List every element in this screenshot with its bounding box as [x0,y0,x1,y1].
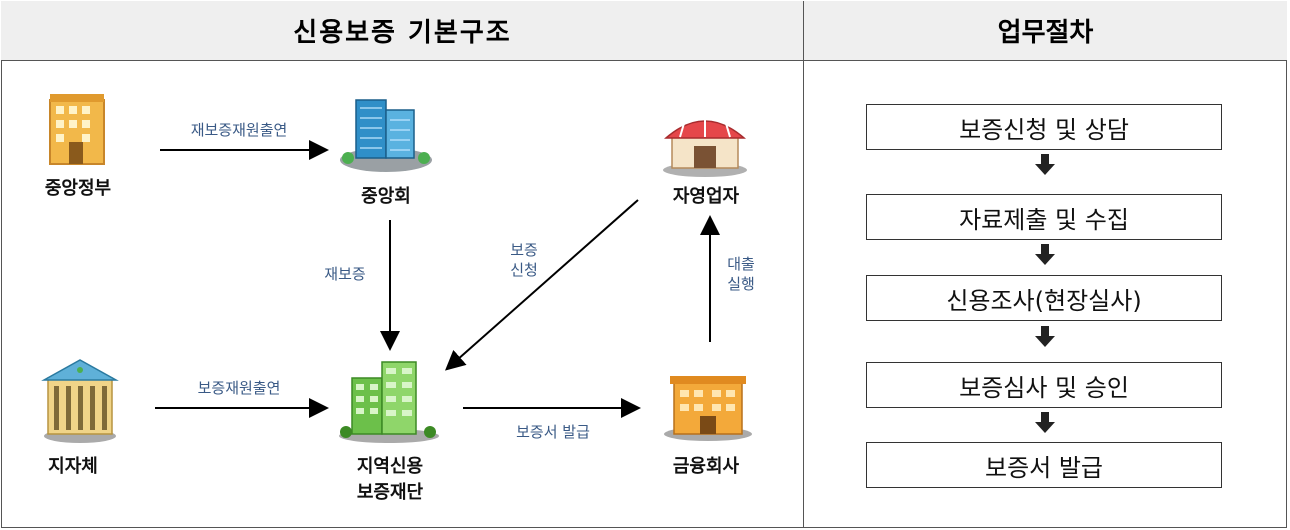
down-arrow-icon [1035,412,1055,433]
node-local-gov: 지자체 [48,456,98,477]
edge-label-guarantee-request: 보증 신청 [494,240,554,280]
procedure-header: 업무절차 [804,1,1287,61]
green-building-icon [339,361,439,443]
down-arrow-icon [1035,244,1055,265]
node-regional-foundation-line1: 지역신용 [356,456,424,477]
edge-label-reguarantee: 재보증 [324,265,366,283]
node-self-employed: 자영업자 [672,186,740,207]
bank-building-icon [664,376,752,441]
procedure-step: 보증심사 및 승인 [866,362,1222,408]
node-regional-foundation-line2: 보증재단 [356,482,424,503]
edge-label-reguarantee-fund: 재보증재원출연 [190,121,288,139]
down-arrow-icon [1035,154,1055,175]
diagram-arrows [155,140,720,418]
node-federation: 중앙회 [361,186,411,207]
edge-label-guarantee-request-line2: 신청 [510,261,538,279]
office-tower-icon [340,99,432,172]
edge-label-guarantee-request-line1: 보증 [510,241,538,259]
edge-label-loan-line2: 실행 [727,275,755,293]
edge-label-certificate-issue: 보증서 발급 [516,423,590,441]
shop-icon [663,114,747,177]
government-building-icon [49,94,105,165]
structure-header: 신용보증 기본구조 [1,1,804,61]
procedure-step: 보증신청 및 상담 [866,104,1222,150]
city-hall-icon [41,359,119,443]
node-regional-foundation: 지역신용 보증재단 [330,454,450,506]
node-financial-institution: 금융회사 [672,456,740,477]
guarantee-structure-diagram: 중앙정부 중앙회 자영업자 지자체 [20,72,780,512]
procedure-step: 자료제출 및 수집 [866,194,1222,240]
procedure-step: 보증서 발급 [866,442,1222,488]
arrow-selfemployed-to-foundation [445,199,639,371]
edge-label-loan: 대출 실행 [716,254,766,294]
procedure-step: 신용조사(현장실사) [866,275,1222,321]
edge-label-loan-line1: 대출 [727,255,755,273]
column-divider [803,1,804,528]
down-arrow-icon [1035,326,1055,347]
node-central-gov: 중앙정부 [44,178,112,199]
edge-label-guarantee-fund: 보증재원출연 [197,379,281,397]
